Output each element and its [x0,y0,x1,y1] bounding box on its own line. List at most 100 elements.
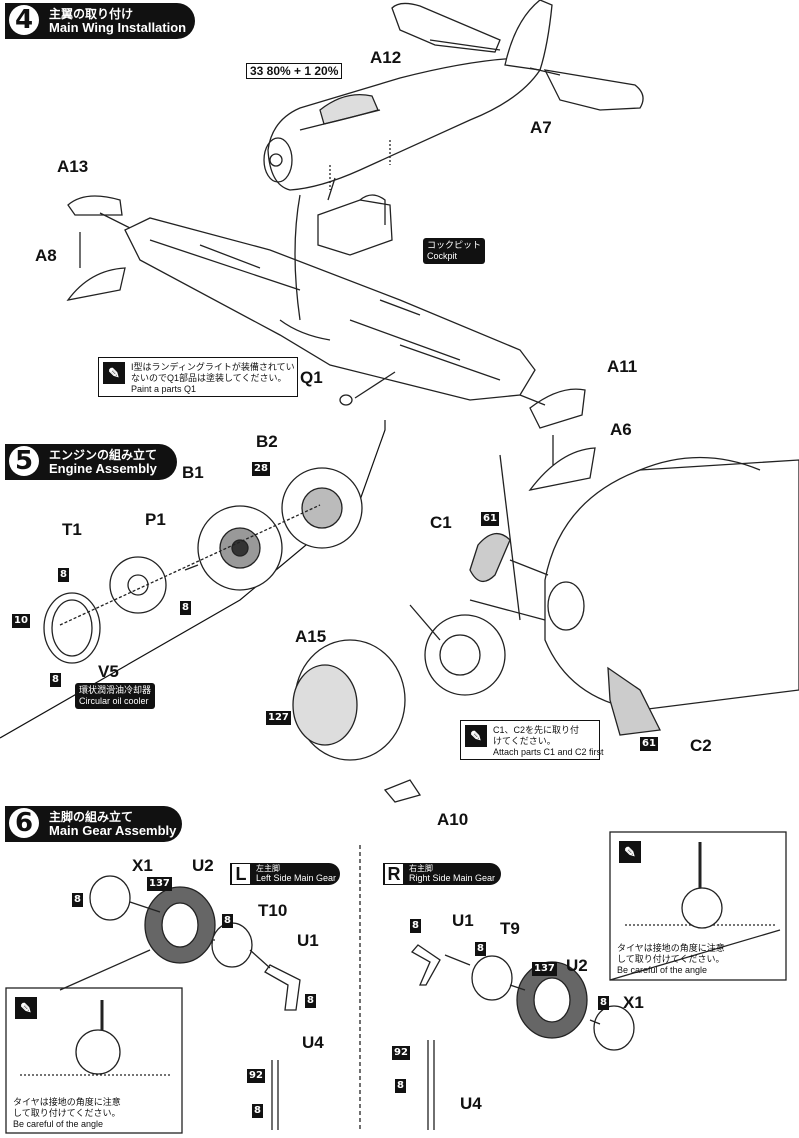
part-label-u4-right: U4 [460,1094,482,1113]
step-title-jp: 主脚の組み立て [49,810,134,824]
wing-tip-a13-drawing [67,195,123,216]
assembled-engine-drawing [424,614,506,696]
left-gear-drawing [89,875,301,1130]
paint-code-28: 28 [252,462,270,476]
attach-c1-c2-note: ✎ C1、C2を先に取り付 けてください。 Attach parts C1 an… [460,720,604,760]
note-jp-line1: C1、C2を先に取り付 [493,725,580,735]
part-label-a11: A11 [607,357,638,376]
cockpit-jp: コックピット [427,240,482,250]
note-en: Be careful of the angle [13,1119,104,1129]
paint-code-137-right: 137 [532,962,557,976]
oil-cooler-jp: 環状潤滑油冷却器 [79,685,152,695]
part-label-t9: T9 [500,919,520,938]
note-en: Be careful of the angle [617,965,708,975]
part-label-v5: V5 [98,662,119,681]
part-label-u1-left: U1 [297,931,319,950]
paint-code-8-fan: 8 [58,568,69,582]
oil-cooler-v5-drawing [43,592,101,664]
part-label-u2-right: U2 [566,956,588,975]
left-gear-badge: L 左主脚 Left Side Main Gear [230,863,340,885]
fuselage-drawing [263,57,541,191]
paint-code-8-left-u4: 8 [252,1104,263,1118]
detail-box-left [5,987,183,1134]
nose-fuselage-drawing [544,456,799,711]
step-5-header: 5 エンジンの組み立て Engine Assembly [5,444,177,480]
step-number: 4 [9,5,39,35]
part-label-x1-left: X1 [132,856,153,875]
part-c1-drawing [469,533,511,582]
part-label-a15: A15 [295,627,327,646]
paintbrush-icon: ✎ [619,841,641,863]
engine-b1-drawing [197,505,283,591]
cockpit-en: Cockpit [427,251,458,261]
part-label-p1: P1 [145,510,166,529]
paintbrush-icon: ✎ [465,725,487,747]
wing-tip-a6-drawing [528,447,596,491]
paint-mix-label: 33 80% + 1 20% [246,63,343,79]
paint-code-92-left: 92 [247,1069,265,1083]
part-label-a8: A8 [35,246,57,265]
paint-code-8-left-u1: 8 [305,994,316,1008]
side-en: Right Side Main Gear [409,873,496,883]
paint-code-8-left-t10: 8 [222,914,233,928]
detail-box-right [609,831,787,981]
step-title-en: Engine Assembly [49,461,157,476]
fan-t1-drawing [109,556,167,614]
right-gear-drawing [410,944,635,1130]
part-label-u2-left: U2 [192,856,214,875]
tire-angle-note-left: ✎ タイヤは接地の角度に注意 して取り付けてください。 Be careful o… [7,989,181,1132]
step-4-header: 4 主翼の取り付け Main Wing Installation [5,3,195,39]
step-number: 6 [9,808,39,838]
note-jp-line2: ないのでQ1部品は塗装してください。 [131,373,287,383]
paint-code-127: 127 [266,711,291,725]
side-letter: R [385,864,403,884]
paint-code-61-c2: 61 [640,737,658,751]
wing-tip-a8-drawing [66,267,126,301]
paint-q1-note: ✎ I型はランディングライトが装備されてい ないのでQ1部品は塗装してください。… [98,357,298,397]
side-en: Left Side Main Gear [256,873,337,883]
right-gear-badge: R 右主脚 Right Side Main Gear [383,863,501,885]
engine-b2-drawing [281,467,363,549]
stabilizer-a7-drawing [543,69,644,111]
wing-drawing [124,217,536,401]
part-label-t10: T10 [258,901,288,920]
part-label-c1: C1 [430,513,452,532]
side-jp: 右主脚 [409,864,433,873]
note-en: Paint a parts Q1 [131,384,197,394]
part-c2-drawing [607,666,661,736]
paintbrush-icon: ✎ [103,362,125,384]
oil-cooler-tag: 環状潤滑油冷却器 Circular oil cooler [75,683,156,709]
note-jp-line2: けてください。 [493,736,556,746]
paint-code-8-left-x1: 8 [72,893,83,907]
wing-tip-a11-drawing [529,388,586,429]
paint-code-8-right-u1: 8 [410,919,421,933]
step-title-en: Main Gear Assembly [49,823,177,838]
part-label-q1: Q1 [300,368,323,387]
paint-code-92-right: 92 [392,1046,410,1060]
cowling-a15-drawing [292,639,406,761]
part-label-x1-right: X1 [623,993,644,1012]
note-jp-line2: して取り付けてください。 [13,1108,121,1118]
note-jp-line1: タイヤは接地の角度に注意 [617,943,725,953]
step-title-en: Main Wing Installation [49,20,187,35]
cockpit-tag: コックピット Cockpit [423,238,486,264]
tire-angle-note-right: ✎ タイヤは接地の角度に注意 して取り付けてください。 Be careful o… [611,833,785,979]
part-label-u1-right: U1 [452,911,474,930]
side-letter: L [232,864,250,884]
part-label-t1: T1 [62,520,82,539]
paint-code-61-c1: 61 [481,512,499,526]
part-label-a13: A13 [57,157,89,176]
stabilizer-a12-drawing [391,2,501,53]
part-q1-drawing [339,394,353,406]
paint-code-137-left: 137 [147,877,172,891]
part-label-a12: A12 [370,48,402,67]
paintbrush-icon: ✎ [15,997,37,1019]
paint-code-8-right-x1: 8 [598,996,609,1010]
part-label-u4-left: U4 [302,1033,324,1052]
note-jp-line1: タイヤは接地の角度に注意 [13,1097,121,1107]
part-label-a10: A10 [437,810,469,829]
paint-code-8-cooler: 8 [50,673,61,687]
part-label-c2: C2 [690,736,712,755]
oil-cooler-en: Circular oil cooler [79,696,149,706]
